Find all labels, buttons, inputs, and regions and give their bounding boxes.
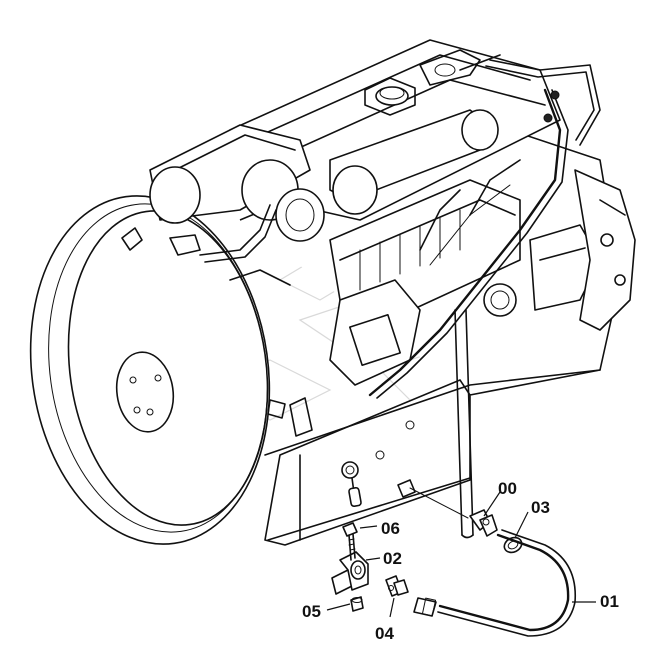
part-02-bracket — [331, 551, 369, 595]
part-05-plug — [350, 596, 364, 612]
wiring-bundle — [199, 204, 291, 286]
callout-06: 06 — [381, 519, 400, 538]
cylinder-head — [229, 39, 561, 221]
dipstick-tube — [454, 309, 474, 539]
part-06-bolt — [342, 522, 358, 561]
part-04-fitting — [385, 575, 409, 597]
callout-03: 03 — [531, 498, 550, 517]
callout-01: 01 — [600, 592, 619, 611]
flywheel-housing — [29, 195, 313, 545]
part-01-hose — [413, 529, 577, 637]
callout-05: 05 — [302, 602, 321, 621]
timing-cover — [574, 169, 636, 331]
tubes — [368, 54, 601, 399]
leader-lines — [326, 491, 596, 618]
part-00-elbow-fitting — [469, 509, 498, 537]
callout-00: 00 — [498, 479, 517, 498]
intake-manifold — [149, 109, 499, 242]
engine-block — [239, 119, 621, 546]
callout-04: 04 — [375, 624, 394, 643]
callout-02: 02 — [383, 549, 402, 568]
pan-fitting — [397, 479, 469, 519]
